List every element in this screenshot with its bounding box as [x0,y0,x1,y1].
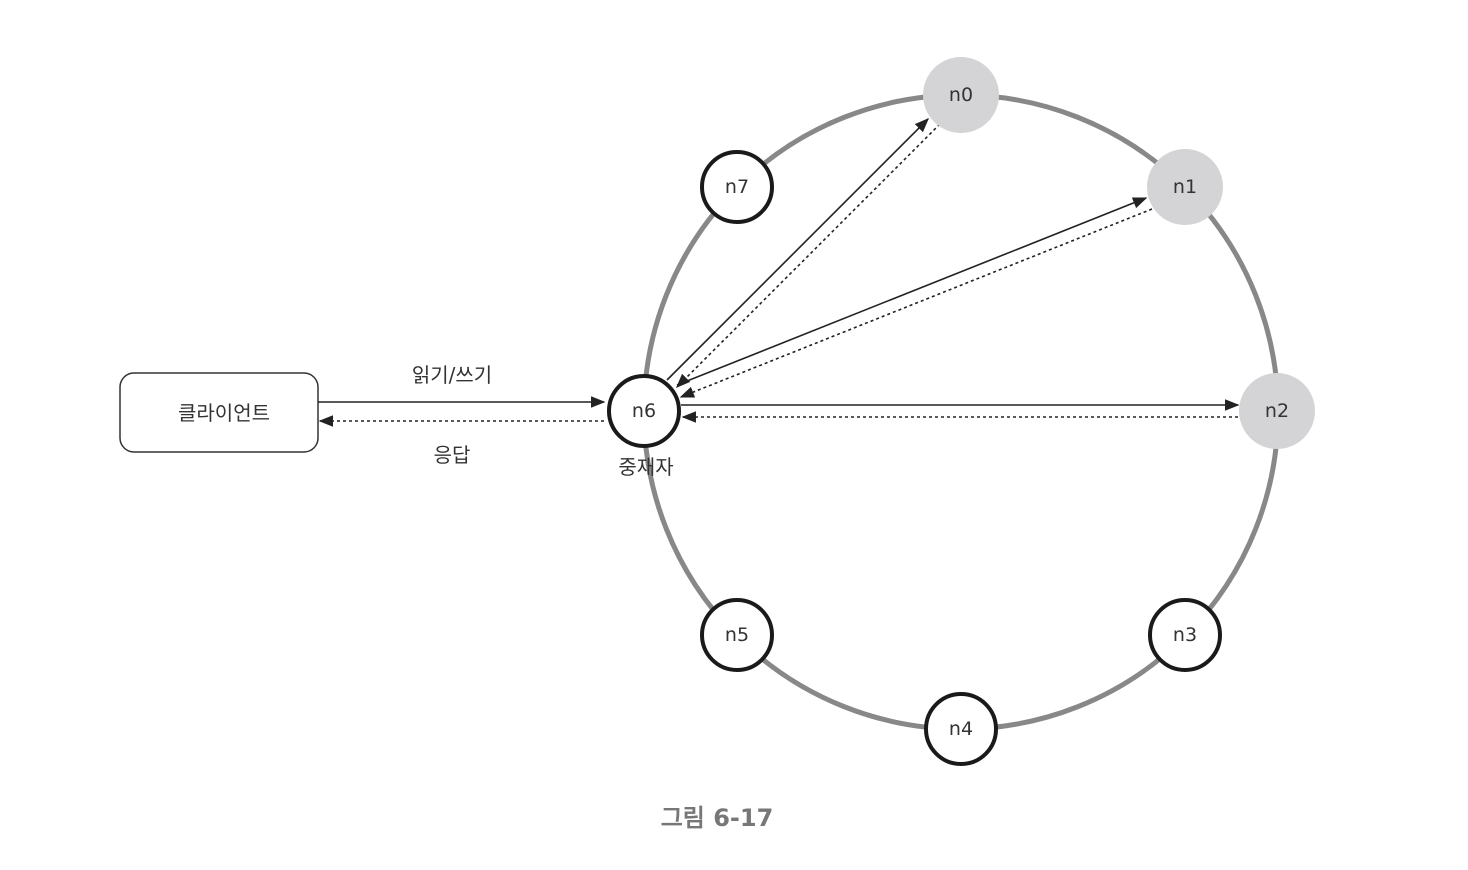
node-label: n4 [949,718,973,740]
node-label: n5 [725,624,749,646]
arrow-n0-n6 [675,123,941,389]
node-n0: n0 [923,57,999,133]
node-n1: n1 [1147,149,1223,225]
client-label: 클라이언트 [178,401,270,425]
node-n7: n7 [700,150,774,224]
figure-caption: 그림 6-17 [661,804,774,832]
node-label: n0 [949,84,973,106]
arrow-n6-n1 [676,197,1148,386]
coordinator-label: 중재자 [618,455,673,479]
arrow-n1-n6 [679,208,1153,398]
client-box: 클라이언트 [119,372,319,453]
response-label: 응답 [434,443,471,467]
node-n4: n4 [924,692,998,766]
request-label: 읽기/쓰기 [412,363,492,387]
node-label: n2 [1265,400,1289,422]
node-n2: n2 [1239,373,1315,449]
node-n6: n6 [607,374,681,448]
arrow-n6-n0 [666,117,930,381]
node-label: n1 [1173,176,1197,198]
node-label: n6 [632,400,656,422]
node-n3: n3 [1148,598,1222,672]
node-n5: n5 [700,598,774,672]
node-label: n3 [1173,624,1197,646]
node-label: n7 [725,176,749,198]
